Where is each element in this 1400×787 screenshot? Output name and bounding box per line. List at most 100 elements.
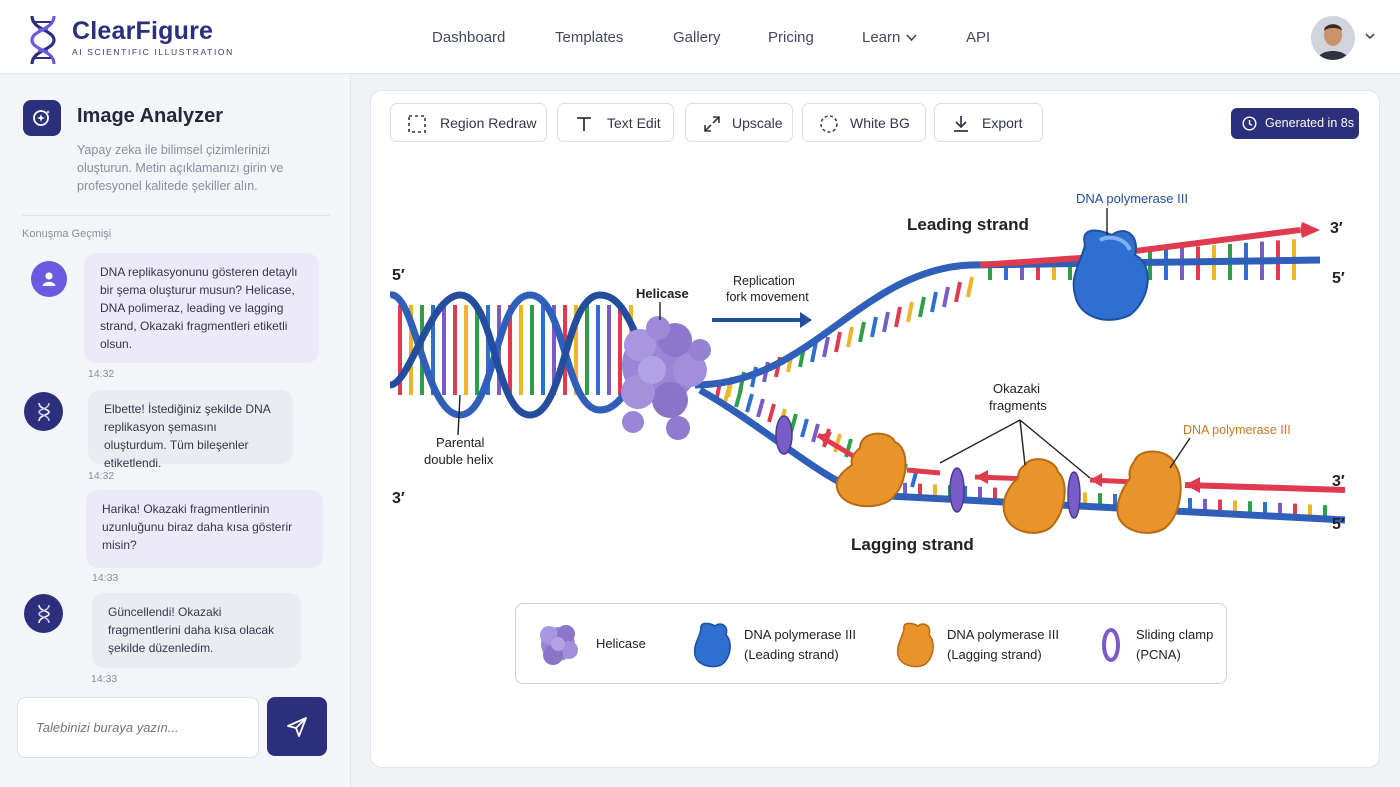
base-pair xyxy=(906,301,914,323)
base-pair xyxy=(930,291,938,313)
history-label: Konuşma Geçmişi xyxy=(22,228,112,240)
brand-tagline: AI SCIENTIFIC ILLUSTRATION xyxy=(72,47,234,57)
upscale-button[interactable]: Upscale xyxy=(685,103,793,142)
legend-polymerase-lagging-line2: (Lagging strand) xyxy=(947,647,1042,662)
export-button[interactable]: Export xyxy=(934,103,1043,142)
lagging-new-fragment xyxy=(1184,482,1346,493)
three-prime-label: 3′ xyxy=(1332,473,1345,490)
figure-legend: Helicase DNA polymerase III (Leading str… xyxy=(515,603,1227,684)
legend-clamp-line1: Sliding clamp xyxy=(1136,627,1214,642)
legend-polymerase-lagging-line1: DNA polymerase III xyxy=(947,627,1059,642)
replication-label: Replication xyxy=(733,274,795,288)
dna-logo-icon[interactable] xyxy=(26,14,60,66)
lagging-polymerase-legend-icon xyxy=(896,622,934,668)
callout-line xyxy=(1169,437,1191,469)
expand-icon xyxy=(704,116,720,132)
assistant-dna-icon xyxy=(24,392,63,431)
send-button[interactable] xyxy=(267,697,327,756)
user-photo-icon xyxy=(1311,16,1355,60)
chat-input[interactable] xyxy=(17,697,259,758)
leading-template-backbone xyxy=(694,256,1321,389)
base-pair xyxy=(723,383,732,403)
okazaki-label: Okazaki xyxy=(993,381,1040,396)
send-icon xyxy=(287,716,307,737)
chat-message-assistant: Güncellendi! Okazaki fragmentlerini daha… xyxy=(92,593,301,668)
export-label: Export xyxy=(982,115,1023,131)
five-prime-label: 5′ xyxy=(392,267,405,284)
parental-strand-backbone xyxy=(390,291,663,419)
callout-line xyxy=(457,394,461,436)
chat-message-assistant: Elbette! İstediğiniz şekilde DNA replika… xyxy=(88,390,293,470)
helicase-legend-icon xyxy=(540,625,578,665)
callout-line xyxy=(1019,419,1091,479)
assistant-dna-icon xyxy=(24,594,63,633)
arrowhead-icon xyxy=(1090,473,1102,487)
base-pair xyxy=(858,321,866,343)
base-pair xyxy=(800,418,809,438)
nav-dashboard[interactable]: Dashboard xyxy=(432,29,506,46)
nav-gallery[interactable]: Gallery xyxy=(673,29,721,46)
helicase-label: Helicase xyxy=(636,286,689,301)
sliding-clamp-icon xyxy=(775,415,793,455)
clock-icon xyxy=(1242,116,1257,131)
nav-learn[interactable]: Learn xyxy=(862,29,901,46)
upscale-label: Upscale xyxy=(732,115,783,131)
legend-clamp-line2: (PCNA) xyxy=(1136,647,1181,662)
legend-polymerase-leading-line1: DNA polymerase III xyxy=(744,627,856,642)
text-edit-label: Text Edit xyxy=(607,115,661,131)
base-pair xyxy=(834,331,842,353)
base-pair xyxy=(966,276,974,298)
chevron-down-icon[interactable] xyxy=(1364,30,1376,42)
dashed-circle-icon xyxy=(820,115,838,133)
base-pair xyxy=(954,281,962,303)
sparkle-search-icon xyxy=(23,100,61,136)
parental-label: Parental xyxy=(436,435,485,450)
chevron-down-icon[interactable] xyxy=(906,34,917,42)
leading-polymerase-icon xyxy=(1072,229,1149,321)
dna-replication-figure[interactable]: Leading strand Lagging strand Helicase R… xyxy=(390,180,1365,580)
user-avatar-icon xyxy=(31,261,67,297)
base-pair xyxy=(870,316,878,338)
tool-description: Yapay zeka ile bilimsel çizimlerinizi ol… xyxy=(77,143,284,193)
sliding-clamp-icon xyxy=(1067,471,1081,519)
lagging-polymerase-icon xyxy=(1116,450,1182,534)
fragments-label: fragments xyxy=(989,398,1047,413)
brand-name: ClearFigure xyxy=(72,17,214,45)
top-header: ClearFigure AI SCIENTIFIC ILLUSTRATION D… xyxy=(0,0,1400,74)
lagging-polymerase-icon xyxy=(835,432,907,508)
nav-templates[interactable]: Templates xyxy=(555,29,624,46)
three-prime-label: 3′ xyxy=(1330,220,1343,237)
arrowhead-icon xyxy=(975,470,988,484)
message-time: 14:33 xyxy=(91,673,118,685)
base-pair xyxy=(846,326,854,348)
region-redraw-button[interactable]: Region Redraw xyxy=(390,103,547,142)
avatar[interactable] xyxy=(1311,16,1355,60)
base-pair xyxy=(734,388,743,408)
base-pair xyxy=(882,311,890,333)
download-icon xyxy=(954,116,968,132)
okazaki-fragment xyxy=(906,467,941,476)
leading-strand-label: Leading strand xyxy=(907,215,1029,234)
helicase-protein-icon xyxy=(621,316,711,440)
brand[interactable]: ClearFigure AI SCIENTIFIC ILLUSTRATION xyxy=(72,17,234,57)
base-pair xyxy=(833,433,842,453)
base-pair xyxy=(811,423,820,443)
double-helix-label: double helix xyxy=(424,452,494,467)
lagging-strand-label: Lagging strand xyxy=(851,535,974,554)
text-edit-button[interactable]: Text Edit xyxy=(557,103,674,142)
base-pair xyxy=(918,296,926,318)
sliding-clamp-icon xyxy=(949,467,965,513)
legend-helicase-label: Helicase xyxy=(596,636,646,651)
five-prime-label: 5′ xyxy=(1332,270,1345,287)
base-pair xyxy=(810,341,818,363)
callout-line xyxy=(1019,419,1026,466)
region-redraw-label: Region Redraw xyxy=(440,115,537,131)
leading-polymerase-legend-icon xyxy=(693,622,731,668)
base-pair xyxy=(894,306,902,328)
parental-strand-backbone xyxy=(390,291,663,419)
message-time: 14:32 xyxy=(88,470,115,482)
nav-pricing[interactable]: Pricing xyxy=(768,29,814,46)
text-icon xyxy=(577,117,591,131)
white-bg-button[interactable]: White BG xyxy=(802,103,926,142)
nav-api[interactable]: API xyxy=(966,29,991,46)
